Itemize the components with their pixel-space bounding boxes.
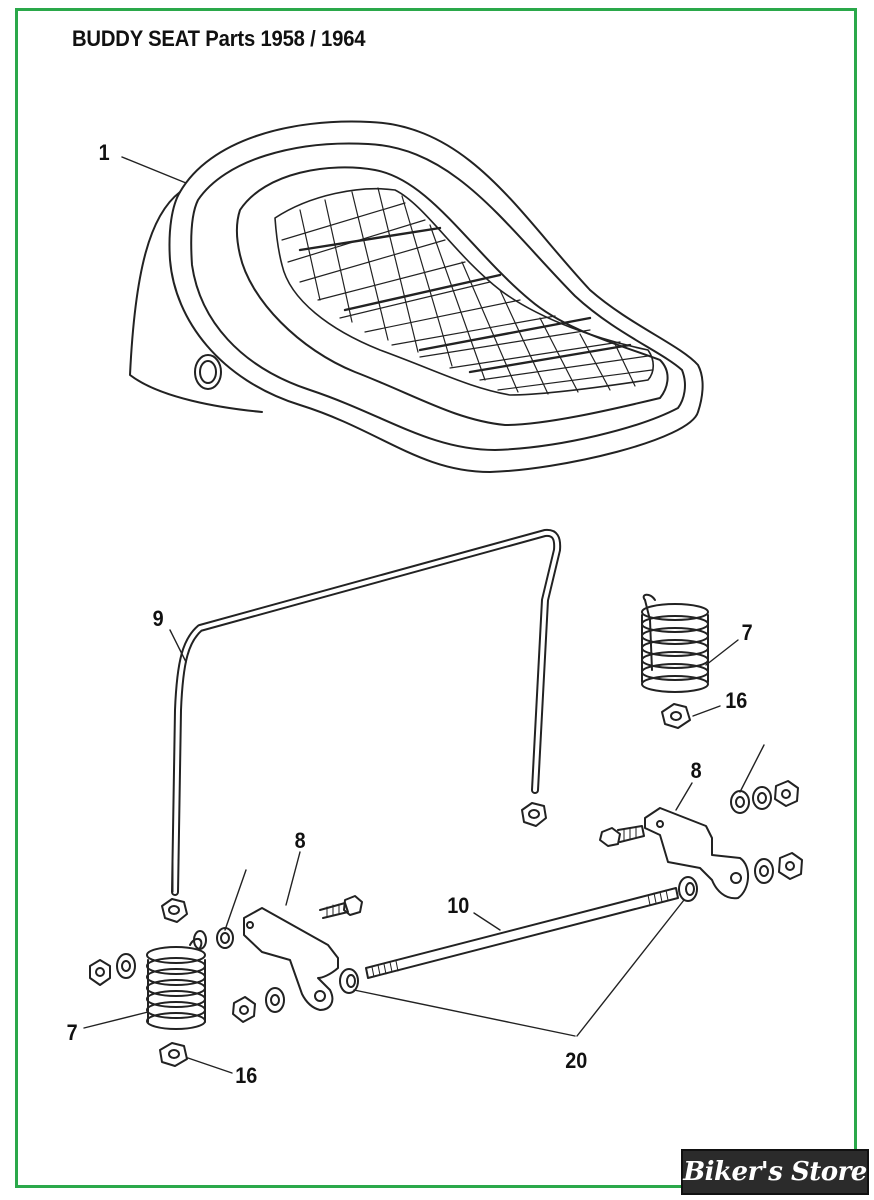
threaded-rod-part-10 (365, 887, 679, 979)
bikers-store-logo: Biker's Store (681, 1149, 869, 1195)
callout-20: 20 (565, 1048, 588, 1073)
bracket-left-part-8 (243, 907, 339, 1011)
callout-16-left: 16 (235, 1063, 258, 1088)
callout-7-left: 7 (66, 1020, 78, 1045)
diagram-frame (15, 8, 857, 1188)
spacer-part-20-right (678, 876, 698, 902)
nut-grab-bar-left (161, 898, 188, 923)
page-title: BUDDY SEAT Parts 1958 / 1964 (72, 26, 366, 51)
bolt-right (599, 825, 645, 847)
leader-lines (83, 156, 765, 1074)
washers-nuts-right-upper (730, 780, 799, 814)
bracket-right-part-8 (644, 807, 749, 900)
callout-16-right: 16 (725, 688, 748, 713)
logo-text: Biker's Store (683, 1157, 867, 1187)
bolt-left (319, 895, 363, 919)
callout-8-left: 8 (294, 828, 306, 853)
callout-9: 9 (152, 606, 164, 631)
callout-8-right: 8 (690, 758, 702, 783)
callout-10: 10 (447, 893, 470, 918)
spring-right-part-7 (641, 593, 709, 693)
nut-part-16-left (159, 1042, 188, 1067)
washers-nuts-left (89, 927, 285, 1023)
callout-1: 1 (98, 140, 110, 165)
spacer-part-20-left (339, 968, 359, 994)
spring-left-part-7 (146, 937, 206, 1030)
buddy-seat-part-1 (129, 120, 704, 473)
grab-bar-part-9 (171, 528, 562, 896)
nut-part-16-right (661, 703, 691, 729)
nut-grab-bar-right (521, 802, 547, 827)
washers-nuts-right-lower (754, 852, 803, 884)
callout-7-right: 7 (741, 620, 753, 645)
